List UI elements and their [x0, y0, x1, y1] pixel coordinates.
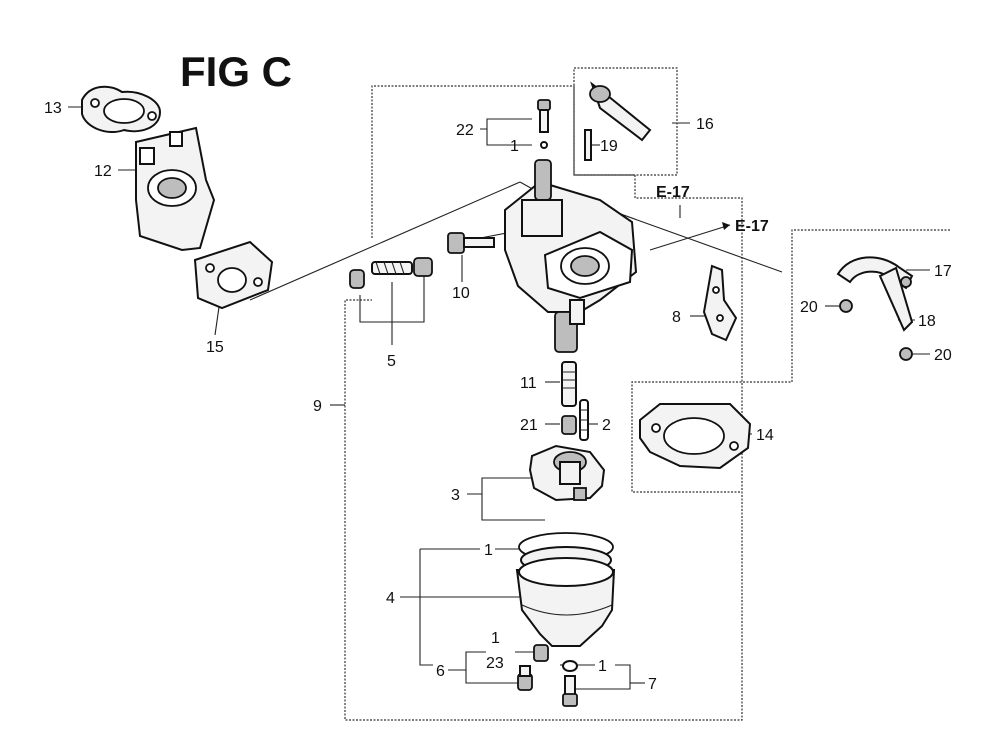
- callout-12: 12: [94, 163, 112, 180]
- callout-21: 21: [520, 417, 538, 434]
- part-7-bolt: [562, 660, 578, 707]
- callout-22: 22: [456, 122, 474, 139]
- callout-6: 6: [436, 663, 445, 680]
- part-20-clips: [839, 299, 913, 361]
- part-2-washer: [579, 399, 589, 441]
- ref-e17-arrow: E-17: [735, 218, 769, 235]
- carburetor-body: [504, 159, 638, 353]
- callout-2: 2: [602, 417, 611, 434]
- part-13-gasket: [81, 85, 162, 133]
- part-8-throttle-link: [702, 264, 738, 342]
- callout-20-left: 20: [800, 299, 818, 316]
- carburetor-assembly-frame: [344, 85, 743, 721]
- callout-1-bolt: 1: [598, 658, 607, 675]
- callout-10: 10: [452, 285, 470, 302]
- callout-labels: 13 12 15 5 10 22 1 19 16 E-17 E-17 8 9 1…: [44, 100, 952, 693]
- part-4-float-chamber: [515, 532, 616, 647]
- assembly-frames: [344, 67, 950, 721]
- callout-20-right: 20: [934, 347, 952, 364]
- callout-1-top: 1: [510, 138, 519, 155]
- part-21-main-jet: [561, 415, 577, 435]
- part-5-pilot-screw-set: [349, 257, 433, 289]
- part-17-18-breather-tube: [836, 256, 914, 332]
- figure-title: FIG C: [180, 48, 292, 95]
- callout-1-drain: 1: [491, 630, 500, 647]
- callout-8: 8: [672, 309, 681, 326]
- callout-13: 13: [44, 100, 62, 117]
- part-10-screw: [447, 232, 495, 254]
- part-15-gasket: [193, 240, 274, 310]
- breather-tube-frame: [631, 229, 950, 493]
- callout-5: 5: [387, 353, 396, 370]
- callout-14: 14: [756, 427, 774, 444]
- callout-1-chamber: 1: [484, 542, 493, 559]
- part-16-choke-lever: [584, 81, 652, 161]
- part-11-main-jet-holder: [561, 361, 577, 407]
- callout-23: 23: [486, 655, 504, 672]
- callout-4: 4: [386, 590, 395, 607]
- callout-18: 18: [918, 313, 936, 330]
- part-22-screw: [537, 99, 551, 149]
- callout-15: 15: [206, 339, 224, 356]
- callout-7: 7: [648, 676, 657, 693]
- callout-16: 16: [696, 116, 714, 133]
- part-3-float: [528, 444, 606, 502]
- part-23-drain-screw: [517, 644, 549, 691]
- part-12-insulator-plate: [135, 126, 216, 252]
- part-14-gasket: [639, 403, 752, 470]
- callout-11: 11: [520, 375, 537, 392]
- ref-e17-top: E-17: [656, 184, 690, 201]
- callout-17: 17: [934, 263, 952, 280]
- callout-9: 9: [313, 398, 322, 415]
- callout-19: 19: [600, 138, 618, 155]
- callout-3: 3: [451, 487, 460, 504]
